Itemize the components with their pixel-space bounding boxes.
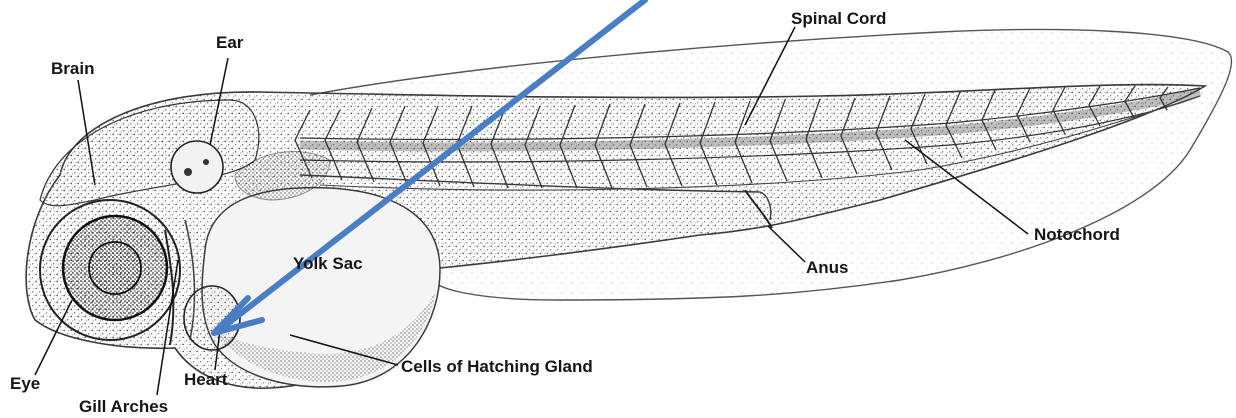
ear-shape — [171, 141, 223, 193]
label-yolk-sac: Yolk Sac — [293, 255, 363, 272]
label-cells-of-hatching-gland: Cells of Hatching Gland — [401, 358, 593, 375]
label-anus: Anus — [806, 259, 849, 276]
label-ear: Ear — [216, 34, 243, 51]
eye-lens — [89, 242, 141, 294]
label-gill-arches: Gill Arches — [79, 398, 168, 415]
label-brain: Brain — [51, 60, 94, 77]
label-heart: Heart — [184, 371, 227, 388]
label-spinal-cord: Spinal Cord — [791, 10, 886, 27]
ear-otolith-1 — [184, 168, 192, 176]
ear-otolith-2 — [203, 159, 209, 165]
label-notochord: Notochord — [1034, 226, 1120, 243]
label-eye: Eye — [10, 375, 40, 392]
